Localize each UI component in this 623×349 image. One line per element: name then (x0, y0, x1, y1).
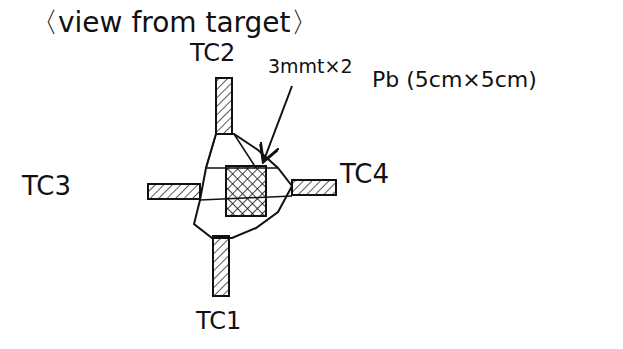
tc4-bar (292, 180, 336, 195)
counter-bars (148, 78, 336, 296)
tc3-bar (148, 184, 200, 199)
absorber-label: Pb (5cm×5cm) (372, 68, 537, 92)
tc2-bar (216, 78, 232, 134)
counter-label: TC2 (190, 40, 235, 66)
thickness-note: 3mmt×2 (268, 56, 353, 77)
tc1-bar (213, 236, 229, 296)
counter-label: TC3 (22, 172, 71, 201)
target-outline (194, 134, 292, 238)
view-title: 〈view from target〉 (30, 8, 319, 39)
counter-label: TC4 (340, 160, 389, 189)
counter-label: TC1 (196, 308, 241, 334)
lead-block (226, 166, 266, 216)
leader-arrow (264, 86, 292, 160)
